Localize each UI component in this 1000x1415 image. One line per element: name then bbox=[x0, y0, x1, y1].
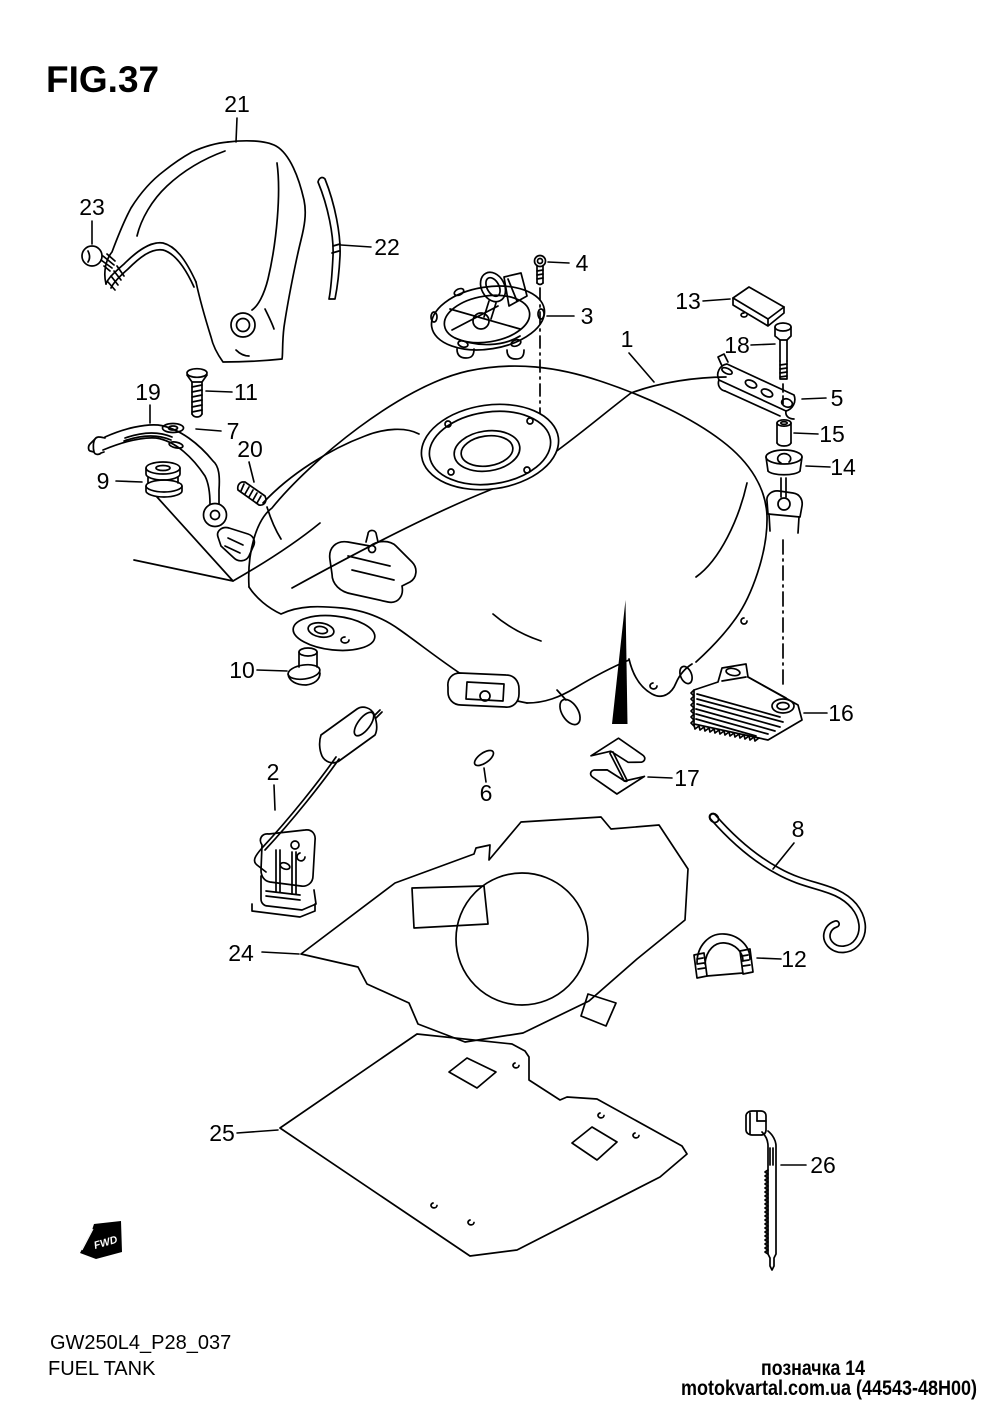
svg-text:14: 14 bbox=[830, 454, 856, 480]
svg-text:1: 1 bbox=[621, 326, 634, 352]
svg-text:6: 6 bbox=[480, 780, 493, 806]
svg-text:15: 15 bbox=[819, 421, 845, 447]
svg-text:12: 12 bbox=[781, 946, 807, 972]
svg-text:motokvartal.com.ua (44543-48H0: motokvartal.com.ua (44543-48H00) bbox=[681, 1377, 977, 1400]
svg-text:4: 4 bbox=[576, 250, 589, 276]
svg-text:25: 25 bbox=[209, 1120, 235, 1146]
svg-text:GW250L4_P28_037: GW250L4_P28_037 bbox=[50, 1332, 231, 1354]
svg-text:22: 22 bbox=[374, 234, 400, 260]
svg-text:11: 11 bbox=[234, 379, 258, 405]
svg-text:23: 23 bbox=[79, 194, 105, 220]
svg-text:18: 18 bbox=[724, 332, 750, 358]
svg-text:3: 3 bbox=[581, 303, 594, 329]
svg-text:16: 16 bbox=[828, 700, 854, 726]
svg-text:позначка 14: позначка 14 bbox=[761, 1357, 865, 1380]
svg-text:21: 21 bbox=[224, 91, 250, 117]
svg-text:9: 9 bbox=[97, 468, 110, 494]
svg-text:2: 2 bbox=[267, 759, 280, 785]
svg-text:7: 7 bbox=[227, 418, 240, 444]
svg-text:FUEL TANK: FUEL TANK bbox=[48, 1358, 156, 1380]
svg-text:13: 13 bbox=[675, 288, 701, 314]
svg-text:19: 19 bbox=[135, 379, 161, 405]
svg-text:5: 5 bbox=[831, 385, 844, 411]
svg-text:10: 10 bbox=[229, 657, 255, 683]
svg-text:26: 26 bbox=[810, 1152, 836, 1178]
svg-text:24: 24 bbox=[228, 940, 254, 966]
svg-text:20: 20 bbox=[237, 436, 263, 462]
svg-text:FIG.37: FIG.37 bbox=[46, 59, 159, 100]
svg-text:8: 8 bbox=[792, 816, 805, 842]
svg-text:17: 17 bbox=[674, 765, 700, 791]
